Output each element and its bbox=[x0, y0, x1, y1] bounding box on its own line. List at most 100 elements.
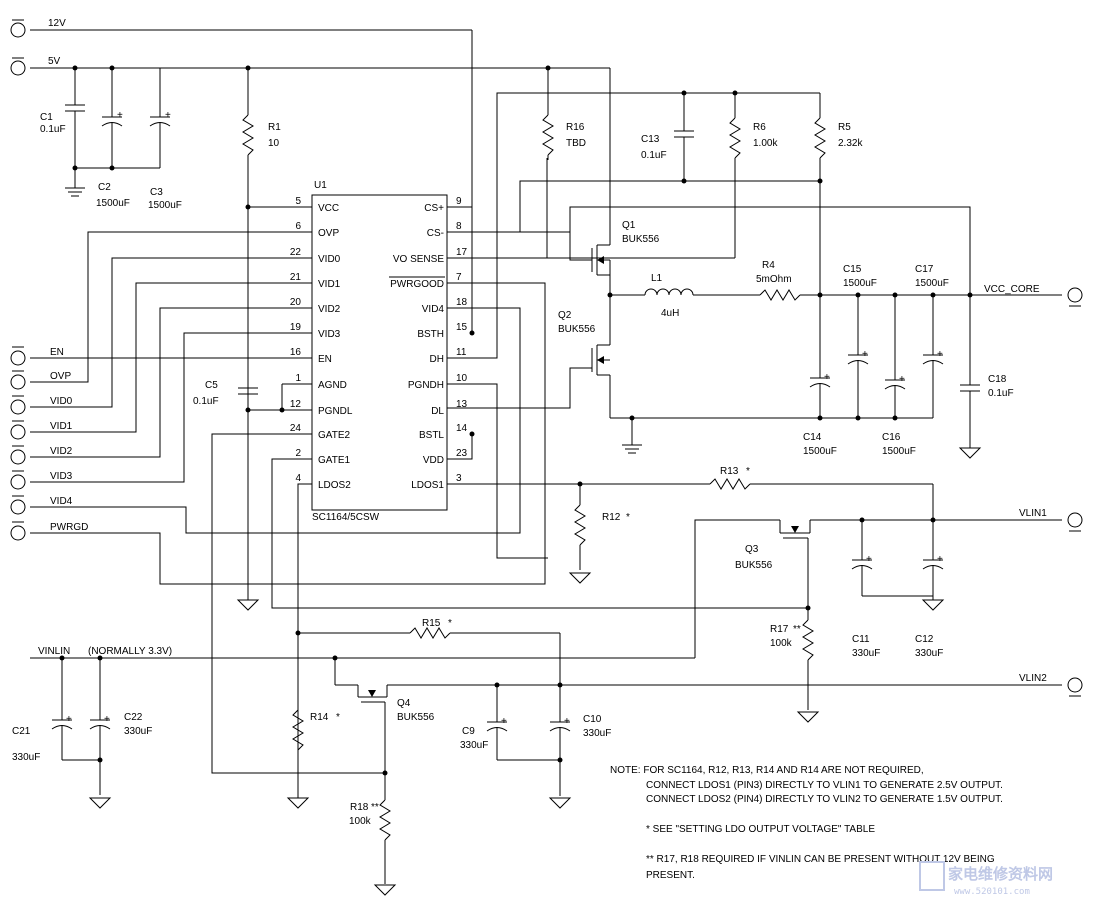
resistor-r6: R6 1.00k bbox=[447, 93, 778, 259]
input-terminal[interactable]: PWRGD bbox=[10, 521, 88, 541]
ic-pin-number: 12 bbox=[290, 399, 302, 410]
note-line-5: ** R17, R18 REQUIRED IF VINLIN CAN BE PR… bbox=[646, 854, 995, 865]
note-line-1: NOTE: FOR SC1164, R12, R13, R14 AND R14 … bbox=[610, 765, 924, 776]
resistor-r5: R5 2.32k bbox=[814, 93, 863, 295]
input-terminal[interactable]: VID2 bbox=[10, 445, 73, 465]
ic-pin-number: 7 bbox=[456, 272, 462, 283]
ic-pin-number: 11 bbox=[456, 347, 467, 358]
resistor-r1: R1 10 bbox=[242, 68, 281, 600]
ic-pin-number: 4 bbox=[295, 473, 301, 484]
mosfet-q3: Q3 BUK556 bbox=[694, 519, 1062, 658]
svg-text:1.00k: 1.00k bbox=[753, 138, 778, 149]
note-line-6: PRESENT. bbox=[646, 870, 695, 881]
input-terminal[interactable]: VID1 bbox=[10, 420, 73, 440]
svg-text:+: + bbox=[165, 110, 171, 121]
svg-text:1500uF: 1500uF bbox=[843, 278, 877, 289]
svg-text:330uF: 330uF bbox=[852, 648, 880, 659]
svg-text:C11: C11 bbox=[852, 634, 870, 645]
svg-text:C15: C15 bbox=[843, 264, 862, 275]
ic-pin-name: VID4 bbox=[422, 304, 445, 315]
svg-text:R18: R18 bbox=[350, 802, 369, 813]
svg-text:R4: R4 bbox=[762, 260, 775, 271]
svg-text:2.32k: 2.32k bbox=[838, 138, 863, 149]
resistor-r18: R18 ** 100k bbox=[349, 799, 391, 884]
svg-text:Q4: Q4 bbox=[397, 698, 411, 709]
input-terminal[interactable]: VID0 bbox=[10, 395, 73, 415]
ic-pin-number: 13 bbox=[456, 399, 468, 410]
svg-text:L1: L1 bbox=[651, 273, 663, 284]
ground-triangle bbox=[88, 797, 112, 809]
ic-pin-name: VID3 bbox=[318, 329, 341, 340]
svg-text:+: + bbox=[104, 714, 110, 725]
ic-pin-number: 23 bbox=[456, 448, 468, 459]
svg-text:C9: C9 bbox=[462, 726, 475, 737]
ic-pin-number: 8 bbox=[456, 221, 462, 232]
svg-text:Q3: Q3 bbox=[745, 544, 759, 555]
svg-text:(NORMALLY 3.3V): (NORMALLY 3.3V) bbox=[88, 646, 172, 657]
svg-text:R1: R1 bbox=[268, 122, 281, 133]
terminal-vcc-core[interactable] bbox=[1067, 287, 1083, 307]
ground-triangle bbox=[236, 599, 260, 611]
capacitor-c12: + C12 330uF bbox=[915, 520, 943, 659]
svg-text:+: + bbox=[564, 716, 570, 727]
svg-text:C18: C18 bbox=[988, 374, 1007, 385]
resistor-r16: R16 TBD bbox=[542, 68, 586, 160]
ic-pin-number: 14 bbox=[456, 423, 468, 434]
capacitor-c10: + C10 330uF bbox=[549, 685, 611, 796]
resistor-r12: R12 * bbox=[574, 484, 630, 570]
svg-text:1500uF: 1500uF bbox=[803, 446, 837, 457]
input-terminal[interactable]: VID4 bbox=[10, 495, 73, 515]
ic-pin-number: 10 bbox=[456, 373, 468, 384]
svg-text:R17: R17 bbox=[770, 624, 789, 635]
svg-text:10: 10 bbox=[268, 138, 280, 149]
svg-text:VINLIN: VINLIN bbox=[38, 646, 70, 657]
svg-text:C5: C5 bbox=[205, 380, 218, 391]
terminal-5v[interactable] bbox=[10, 57, 26, 76]
svg-text:BUK556: BUK556 bbox=[622, 234, 660, 245]
ground-triangle bbox=[958, 447, 982, 459]
ic-pin-number: 20 bbox=[290, 297, 302, 308]
ground-triangle bbox=[373, 884, 397, 896]
svg-text:**: ** bbox=[793, 624, 801, 635]
input-label: EN bbox=[50, 347, 64, 358]
ic-pin-name: VID0 bbox=[318, 254, 341, 265]
svg-text:330uF: 330uF bbox=[583, 728, 611, 739]
svg-text:+: + bbox=[937, 349, 943, 360]
note-line-3: CONNECT LDOS2 (PIN4) DIRECTLY TO VLIN2 T… bbox=[646, 794, 1003, 805]
capacitor-c21: + C21 330uF bbox=[12, 658, 73, 763]
svg-text:+: + bbox=[501, 716, 507, 727]
ic-pin-name: OVP bbox=[318, 228, 339, 239]
input-terminal[interactable]: EN bbox=[10, 346, 64, 366]
capacitor-c2: + C2 1500uF bbox=[96, 68, 130, 209]
terminal-vlin2[interactable] bbox=[1067, 677, 1083, 697]
vlin1-label: VLIN1 bbox=[1019, 508, 1047, 519]
ic-pin-number: 3 bbox=[456, 473, 462, 484]
svg-text:0.1uF: 0.1uF bbox=[988, 388, 1014, 399]
svg-text:R5: R5 bbox=[838, 122, 851, 133]
terminal-12v[interactable] bbox=[10, 19, 26, 38]
capacitor-c11: + C11 330uF bbox=[851, 520, 880, 659]
terminal-vlin1[interactable] bbox=[1067, 512, 1083, 532]
ic-pin-name: VO SENSE bbox=[393, 254, 444, 265]
ground-triangle bbox=[921, 599, 945, 611]
input-terminal[interactable]: VID3 bbox=[10, 470, 73, 490]
svg-text:TBD: TBD bbox=[566, 138, 586, 149]
svg-text:C16: C16 bbox=[882, 432, 901, 443]
ic-u1: U1 SC1164/5CSW bbox=[311, 180, 448, 523]
ic-pin-name: VID1 bbox=[318, 279, 341, 290]
svg-text:+: + bbox=[866, 554, 872, 565]
ic-pin-name: GATE2 bbox=[318, 430, 350, 441]
note-line-4: * SEE "SETTING LDO OUTPUT VOLTAGE" TABLE bbox=[646, 824, 875, 835]
svg-text:BUK556: BUK556 bbox=[735, 560, 773, 571]
ic-pin-number: 9 bbox=[456, 196, 462, 207]
ic-pin-name: BSTH bbox=[417, 329, 444, 340]
input-terminal[interactable]: OVP bbox=[10, 370, 71, 390]
input-label: VID3 bbox=[50, 471, 73, 482]
capacitor-c3: + C3 1500uF bbox=[148, 68, 182, 211]
svg-text:+: + bbox=[66, 714, 72, 725]
svg-text:330uF: 330uF bbox=[124, 726, 152, 737]
resistor-r4: R4 5mOhm bbox=[756, 260, 801, 301]
ic-pin-name: LDOS1 bbox=[411, 480, 444, 491]
ic-pin-number: 15 bbox=[456, 322, 468, 333]
ground-symbol bbox=[65, 187, 85, 197]
